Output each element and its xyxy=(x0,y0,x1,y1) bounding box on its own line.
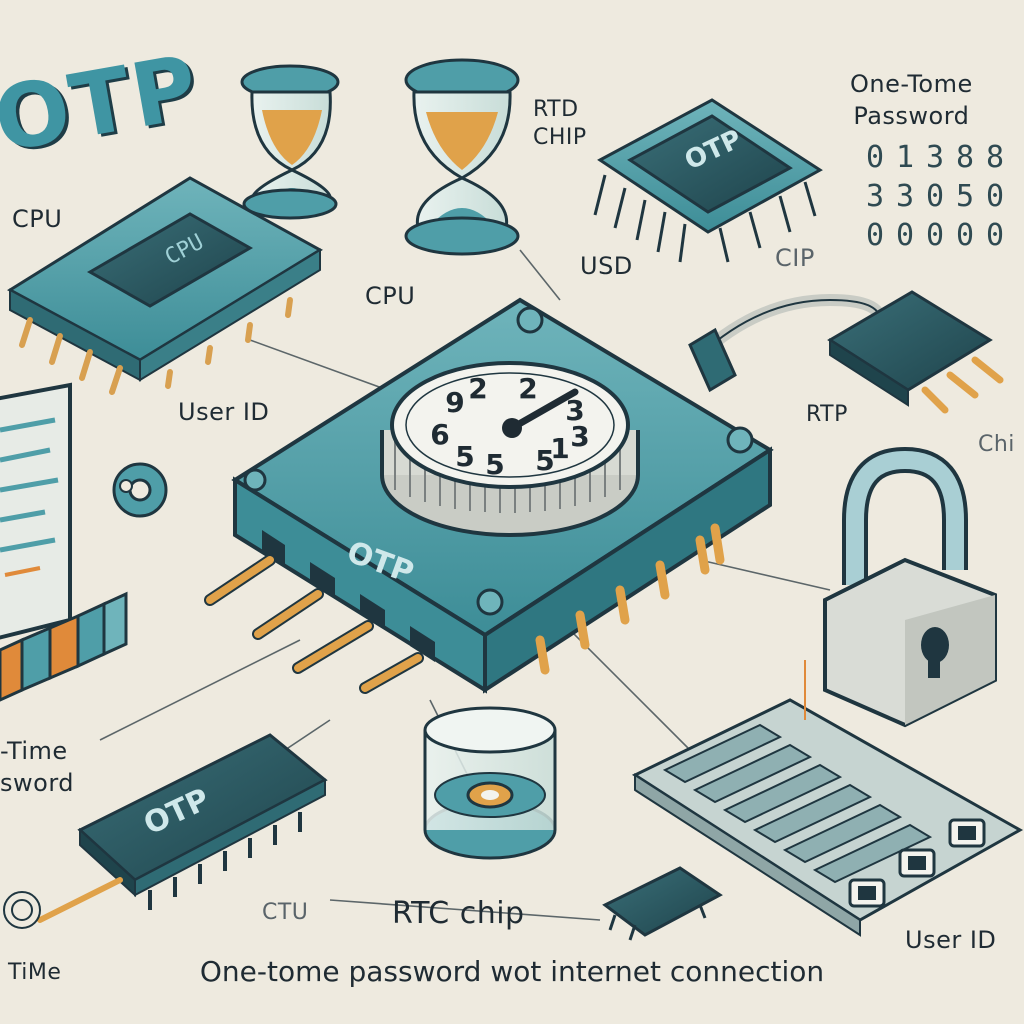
dial-digit: 9 xyxy=(445,386,464,419)
main-otp-device: OTP xyxy=(210,300,770,690)
password-digit: 0 xyxy=(980,218,1010,253)
gear-icon xyxy=(114,464,166,516)
label-rtp: RTP xyxy=(806,402,848,427)
dial-digit: 1 xyxy=(550,432,569,465)
password-digit: 0 xyxy=(890,218,920,253)
password-digit: 8 xyxy=(950,140,980,175)
password-digit: 0 xyxy=(860,140,890,175)
dial-digit: 5 xyxy=(485,448,504,481)
password-digit: 0 xyxy=(920,179,950,214)
otp-chip-top: OTP xyxy=(595,100,820,262)
label-time-line1: -Time xyxy=(0,735,74,767)
dial-digit: 2 xyxy=(468,372,487,405)
usb-chip-right xyxy=(700,292,1000,410)
clock-dial: 9 2 3 6 5 5 5 3 2 1 xyxy=(382,363,638,535)
label-one-tome-line2: Password xyxy=(850,100,973,132)
small-chip-bottom xyxy=(605,868,720,940)
hourglass-icon xyxy=(242,66,338,218)
password-digit: 0 xyxy=(920,218,950,253)
label-one-tome-line1: One-Tome xyxy=(850,68,973,100)
label-cpu-center: CPU xyxy=(365,282,415,310)
label-rtd-chip: RTD CHIP xyxy=(533,96,587,152)
password-digit-grid: 0 1 3 8 8 3 3 0 5 0 0 0 0 0 0 xyxy=(860,140,1010,253)
label-one-tome-password: One-Tome Password xyxy=(850,68,973,132)
label-ctu: CTU xyxy=(262,900,308,925)
dial-digit: 2 xyxy=(518,372,537,405)
password-digit: 0 xyxy=(980,179,1010,214)
label-rtd-line2: CHIP xyxy=(533,124,587,152)
dial-digit: 3 xyxy=(570,420,589,453)
label-user-id-left: User ID xyxy=(178,398,269,426)
label-time-password-partial: -Time sword xyxy=(0,735,74,799)
password-digit: 3 xyxy=(920,140,950,175)
label-cip: CIP xyxy=(775,244,815,272)
password-digit: 1 xyxy=(890,140,920,175)
password-digit: 5 xyxy=(950,179,980,214)
lock-icon xyxy=(825,460,995,725)
label-time-line2: sword xyxy=(0,767,74,799)
hourglass-icon xyxy=(406,60,518,254)
dial-digit: 5 xyxy=(455,440,474,473)
password-digit: 3 xyxy=(890,179,920,214)
laptop-icon xyxy=(0,385,70,640)
label-usd: USD xyxy=(580,252,633,280)
password-digit: 0 xyxy=(950,218,980,253)
label-rtc-chip: RTC chip xyxy=(392,896,525,931)
password-digit: 8 xyxy=(980,140,1010,175)
password-digit: 3 xyxy=(860,179,890,214)
label-chi: Chi xyxy=(978,432,1015,457)
dial-digit: 6 xyxy=(430,418,449,451)
caption: One-tome password wot internet connectio… xyxy=(0,955,1024,988)
label-user-id-bottom: User ID xyxy=(905,926,996,954)
otp-chip-bottom: OTP xyxy=(40,735,325,920)
label-cpu-top-left: CPU xyxy=(12,205,62,233)
rtc-chip-puck xyxy=(425,708,555,858)
fingerprint-icon xyxy=(4,892,40,928)
label-rtd-line1: RTD xyxy=(533,96,587,124)
password-digit: 0 xyxy=(860,218,890,253)
